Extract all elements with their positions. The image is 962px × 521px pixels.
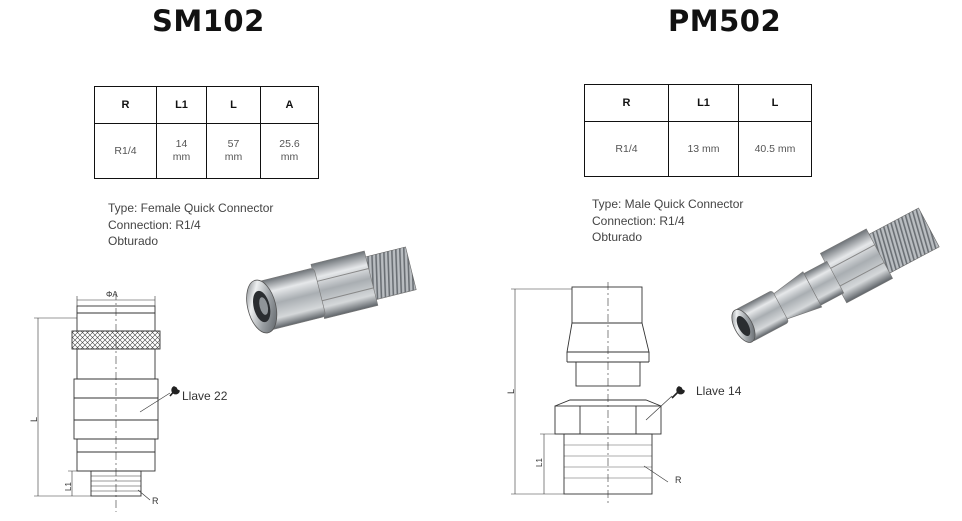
header-r: R — [94, 86, 157, 124]
header-a: A — [260, 86, 319, 124]
cell-l-value: 57 — [227, 138, 240, 150]
cell-a-unit: mm — [280, 151, 299, 163]
product-title-pm502: PM502 — [668, 4, 782, 38]
wrench-label: Llave 14 — [696, 384, 742, 398]
dim-l1-label: L1 — [535, 458, 544, 467]
description-extra: Obturado — [592, 230, 643, 244]
table-row: R1/4 13 mm 40.5 mm — [584, 121, 812, 177]
cell-r-value: R1/4 — [114, 144, 137, 157]
product-photo-pm502 — [731, 207, 940, 343]
cell-l: 40.5 mm — [738, 121, 812, 177]
description-type: Type: Male Quick Connector — [592, 197, 744, 211]
description-pm502: Type: Male Quick Connector Connection: R… — [592, 196, 743, 246]
dim-r-label: R — [675, 475, 682, 485]
cell-l1: 13 mm — [668, 121, 739, 177]
description-extra: Obturado — [108, 234, 159, 248]
description-connection: Connection: R1/4 — [108, 217, 201, 232]
description-connection: Connection: R1/4 — [592, 213, 685, 228]
cell-l1-value: 14 — [175, 138, 188, 150]
dim-phi-a-label: ΦA — [106, 290, 118, 299]
cell-a-value: 25.6 — [279, 138, 300, 150]
product-photo-sm102 — [246, 246, 417, 334]
technical-drawing-pm502 — [511, 282, 673, 505]
header-l1: L1 — [668, 84, 739, 122]
product-title-sm102: SM102 — [152, 4, 265, 38]
header-r: R — [584, 84, 669, 122]
wrench-label: Llave 22 — [182, 389, 228, 403]
technical-drawing-sm102 — [34, 292, 171, 512]
header-l: L — [738, 84, 812, 122]
cell-r: R1/4 — [94, 123, 157, 179]
wrench-icon — [671, 386, 685, 399]
table-header-row: R L1 L A — [94, 86, 319, 124]
dim-r-label: R — [152, 496, 159, 506]
cell-l-unit: mm — [224, 151, 243, 163]
spec-table-pm502: R L1 L R1/4 13 mm 40.5 mm — [584, 84, 812, 177]
description-sm102: Type: Female Quick Connector Connection:… — [108, 200, 273, 250]
dim-l-label: L — [506, 389, 516, 394]
cell-l1-unit: mm — [172, 151, 191, 163]
dim-l-label: L — [29, 417, 39, 422]
dim-l1-label: L1 — [64, 482, 73, 491]
table-header-row: R L1 L — [584, 84, 812, 122]
description-type: Type: Female Quick Connector — [108, 201, 274, 215]
wrench-icon — [169, 386, 180, 397]
